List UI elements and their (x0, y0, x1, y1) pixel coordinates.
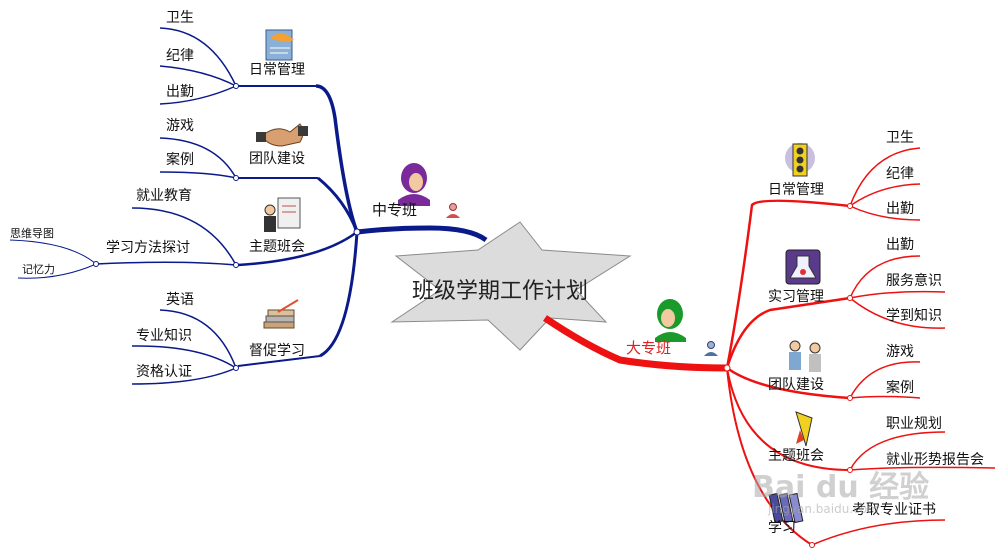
right-child-label[interactable]: 服务意识 (886, 273, 942, 289)
books-icon (263, 299, 299, 329)
right-child-label[interactable]: 职业规划 (886, 416, 942, 432)
right-child-label[interactable]: 学到知识 (886, 308, 942, 324)
right-child-label[interactable]: 卫生 (886, 130, 914, 146)
left-child-label[interactable]: 纪律 (166, 48, 194, 64)
right-branch-label[interactable]: 学习 (768, 520, 796, 536)
left-grandchild-label[interactable]: 思维导图 (10, 227, 54, 240)
right-branch-label[interactable]: 实习管理 (768, 289, 824, 305)
left-child-label[interactable]: 游戏 (166, 118, 194, 134)
right-child-label[interactable]: 出勤 (886, 201, 914, 217)
left-root-label[interactable]: 中专班 (372, 201, 418, 219)
left-child-label[interactable]: 卫生 (166, 10, 194, 26)
left-branches (9, 27, 488, 385)
presenter-icon (264, 197, 301, 232)
baidu-watermark-url: jingyan.baidu.com (768, 502, 879, 516)
dove-paper-icon (265, 29, 294, 61)
right-branch-label[interactable]: 团队建设 (768, 377, 824, 393)
left-branch-label[interactable]: 督促学习 (249, 343, 305, 359)
right-user-icon (704, 341, 718, 356)
people-meeting-icon (789, 340, 821, 372)
books-stack-icon (768, 492, 804, 524)
right-nodes (723, 203, 853, 548)
left-nodes (93, 83, 361, 371)
left-child-label[interactable]: 学习方法探讨 (106, 240, 190, 256)
right-branch-label[interactable]: 日常管理 (768, 182, 824, 198)
left-branch-label[interactable]: 主题班会 (249, 239, 305, 255)
left-child-label[interactable]: 就业教育 (136, 188, 192, 204)
left-branch-label[interactable]: 日常管理 (249, 62, 305, 78)
traffic-light-icon (785, 143, 815, 177)
left-grandchild-label[interactable]: 记忆力 (22, 263, 55, 276)
left-child-label[interactable]: 专业知识 (136, 328, 192, 344)
baidu-watermark: Bai du 经验 (752, 470, 930, 505)
right-child-label[interactable]: 纪律 (886, 166, 914, 182)
handshake-icon (256, 123, 308, 147)
right-child-label[interactable]: 考取专业证书 (852, 502, 936, 518)
rocket-icon (795, 411, 813, 447)
right-branch-label[interactable]: 主题班会 (768, 448, 824, 464)
right-child-label[interactable]: 游戏 (886, 344, 914, 360)
right-child-label[interactable]: 出勤 (886, 237, 914, 253)
left-child-label[interactable]: 资格认证 (136, 364, 192, 380)
right-child-label[interactable]: 案例 (886, 380, 914, 396)
right-child-label[interactable]: 就业形势报告会 (886, 452, 984, 468)
right-avatar-icon (655, 299, 686, 342)
left-child-label[interactable]: 案例 (166, 152, 194, 168)
center-star[interactable] (390, 221, 632, 351)
left-child-label[interactable]: 英语 (166, 292, 194, 308)
left-branch-label[interactable]: 团队建设 (249, 151, 305, 167)
center-title[interactable]: 班级学期工作计划 (412, 279, 589, 304)
left-avatar-icon (398, 163, 430, 206)
right-branches (543, 147, 996, 546)
left-user-icon (446, 203, 460, 218)
left-child-label[interactable]: 出勤 (166, 84, 194, 100)
lab-flask-icon (785, 249, 821, 285)
right-root-label[interactable]: 大专班 (626, 339, 672, 357)
